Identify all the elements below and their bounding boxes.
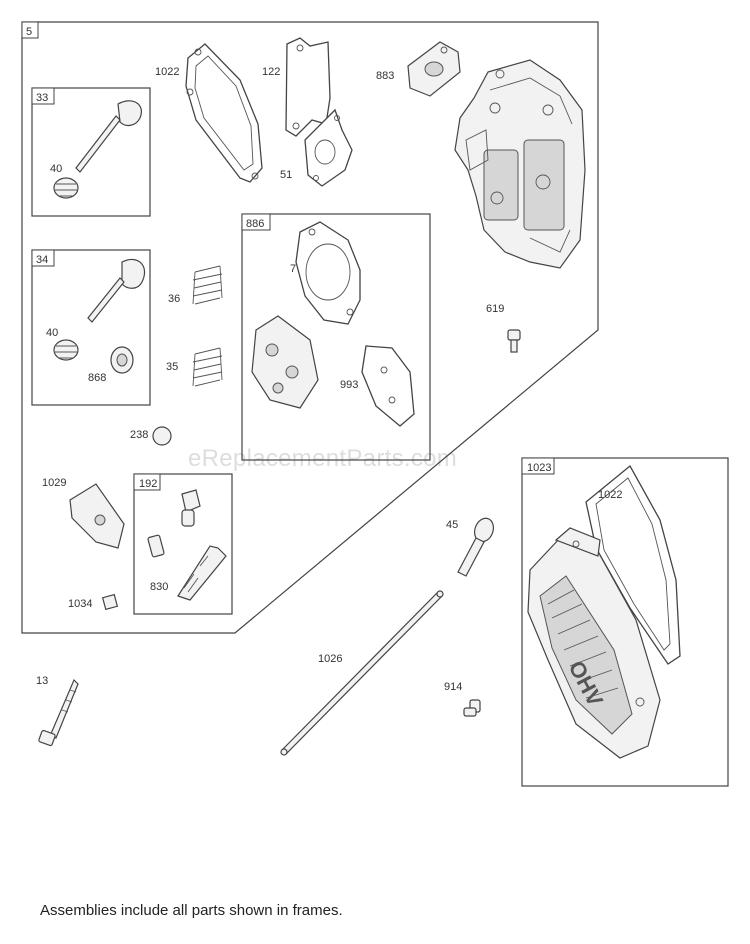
callout-868: 868 bbox=[88, 372, 106, 384]
callout-40-upper: 40 bbox=[50, 163, 62, 175]
valve-spring-35-part: 35 bbox=[166, 347, 223, 387]
callout-1023: 1023 bbox=[527, 462, 551, 474]
callout-1026: 1026 bbox=[318, 653, 342, 665]
callout-830: 830 bbox=[150, 581, 168, 593]
exhaust-valve-frame: 34 40 868 bbox=[31, 249, 151, 406]
callout-1022-upper: 1022 bbox=[155, 66, 179, 78]
callout-993: 993 bbox=[340, 379, 358, 391]
callout-1022-lower: 1022 bbox=[598, 489, 622, 501]
bolt-13-part: 13 bbox=[36, 675, 79, 747]
callout-122: 122 bbox=[262, 66, 280, 78]
clip-1034-part: 1034 bbox=[68, 593, 119, 611]
callout-51: 51 bbox=[280, 169, 292, 181]
main-assembly-frame: 5 bbox=[21, 21, 599, 634]
callout-45: 45 bbox=[446, 519, 458, 531]
valve-cover-frame: 1023 1022 OHV bbox=[521, 457, 729, 787]
intake-gasket-part: 122 bbox=[262, 37, 331, 137]
push-rod-part: 1026 bbox=[280, 590, 444, 756]
callout-33: 33 bbox=[36, 92, 48, 104]
callout-7: 7 bbox=[290, 263, 296, 275]
callout-883: 883 bbox=[376, 70, 394, 82]
valve-springs-part: 36 35 bbox=[166, 265, 223, 387]
callout-238: 238 bbox=[130, 429, 148, 441]
callout-619: 619 bbox=[486, 303, 504, 315]
callout-36: 36 bbox=[168, 293, 180, 305]
carburetor-gasket-part: 51 bbox=[280, 108, 353, 187]
callout-13: 13 bbox=[36, 675, 48, 687]
valve-spring-36-part: 36 bbox=[168, 265, 223, 305]
rocker-arm-part: 1029 bbox=[42, 477, 125, 549]
callout-914: 914 bbox=[444, 681, 462, 693]
gasket-kit-frame: 886 7 993 bbox=[241, 213, 431, 461]
cylinder-head-part bbox=[454, 59, 586, 269]
callout-192: 192 bbox=[139, 478, 157, 490]
callout-1034: 1034 bbox=[68, 598, 92, 610]
callout-35: 35 bbox=[166, 361, 178, 373]
callout-5: 5 bbox=[26, 26, 32, 38]
rocker-stud-frame: 192 830 bbox=[133, 473, 233, 615]
head-bolt-619-part: 619 bbox=[486, 303, 521, 353]
intake-insulator-part: 883 bbox=[376, 41, 461, 97]
watermark-text: eReplacementParts.com bbox=[188, 445, 457, 472]
callout-886: 886 bbox=[246, 218, 264, 230]
callout-40-lower: 40 bbox=[46, 327, 58, 339]
plug-238-part: 238 bbox=[130, 426, 172, 446]
callout-34: 34 bbox=[36, 254, 48, 266]
callout-1029: 1029 bbox=[42, 477, 66, 489]
intake-valve-frame: 33 40 bbox=[31, 87, 151, 217]
screw-914-part: 914 bbox=[444, 681, 481, 717]
footer-note: Assemblies include all parts shown in fr… bbox=[40, 902, 343, 919]
rocker-pivot-part: 45 bbox=[446, 517, 495, 577]
valve-cover-gasket-part: 1022 bbox=[155, 43, 263, 183]
